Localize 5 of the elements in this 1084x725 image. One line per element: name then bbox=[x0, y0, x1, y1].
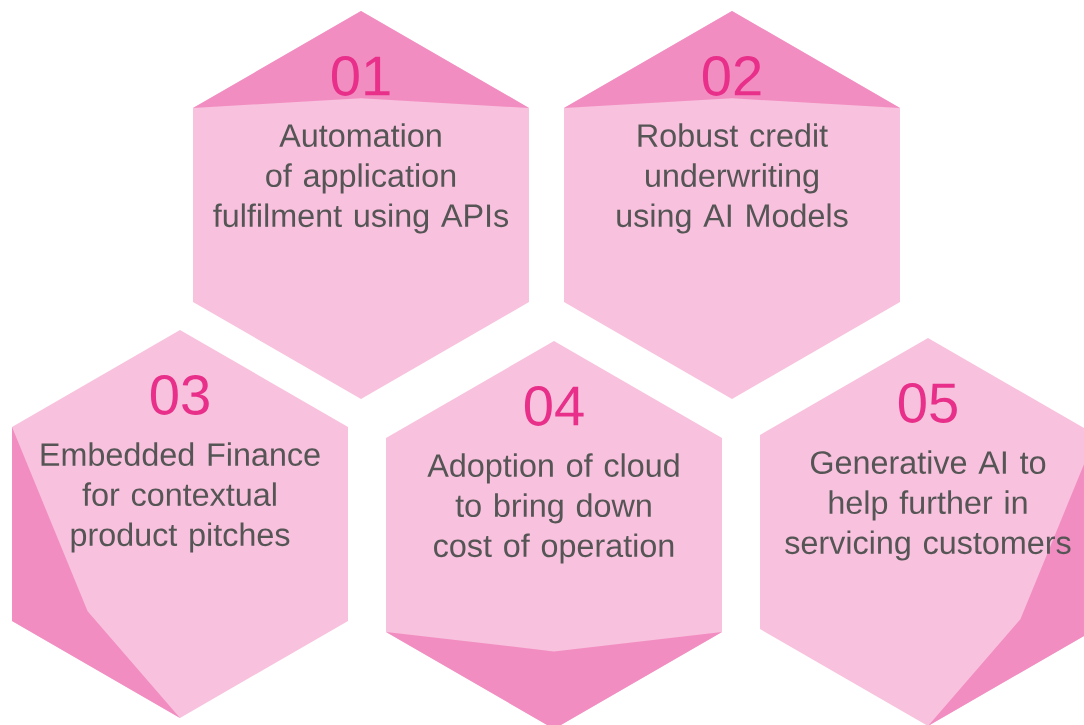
node-label: Automation of application fulfilment using APIs bbox=[213, 123, 509, 234]
hexagon: 05 Generative AI to help further in servicing customers bbox=[760, 338, 1084, 725]
hexagon: 03 Embedded Finance for contextual product pitches bbox=[12, 330, 348, 718]
hexagon: 04 Adoption of cloud to bring down cost of operation bbox=[386, 341, 722, 725]
node-label: 01 bbox=[331, 56, 390, 96]
